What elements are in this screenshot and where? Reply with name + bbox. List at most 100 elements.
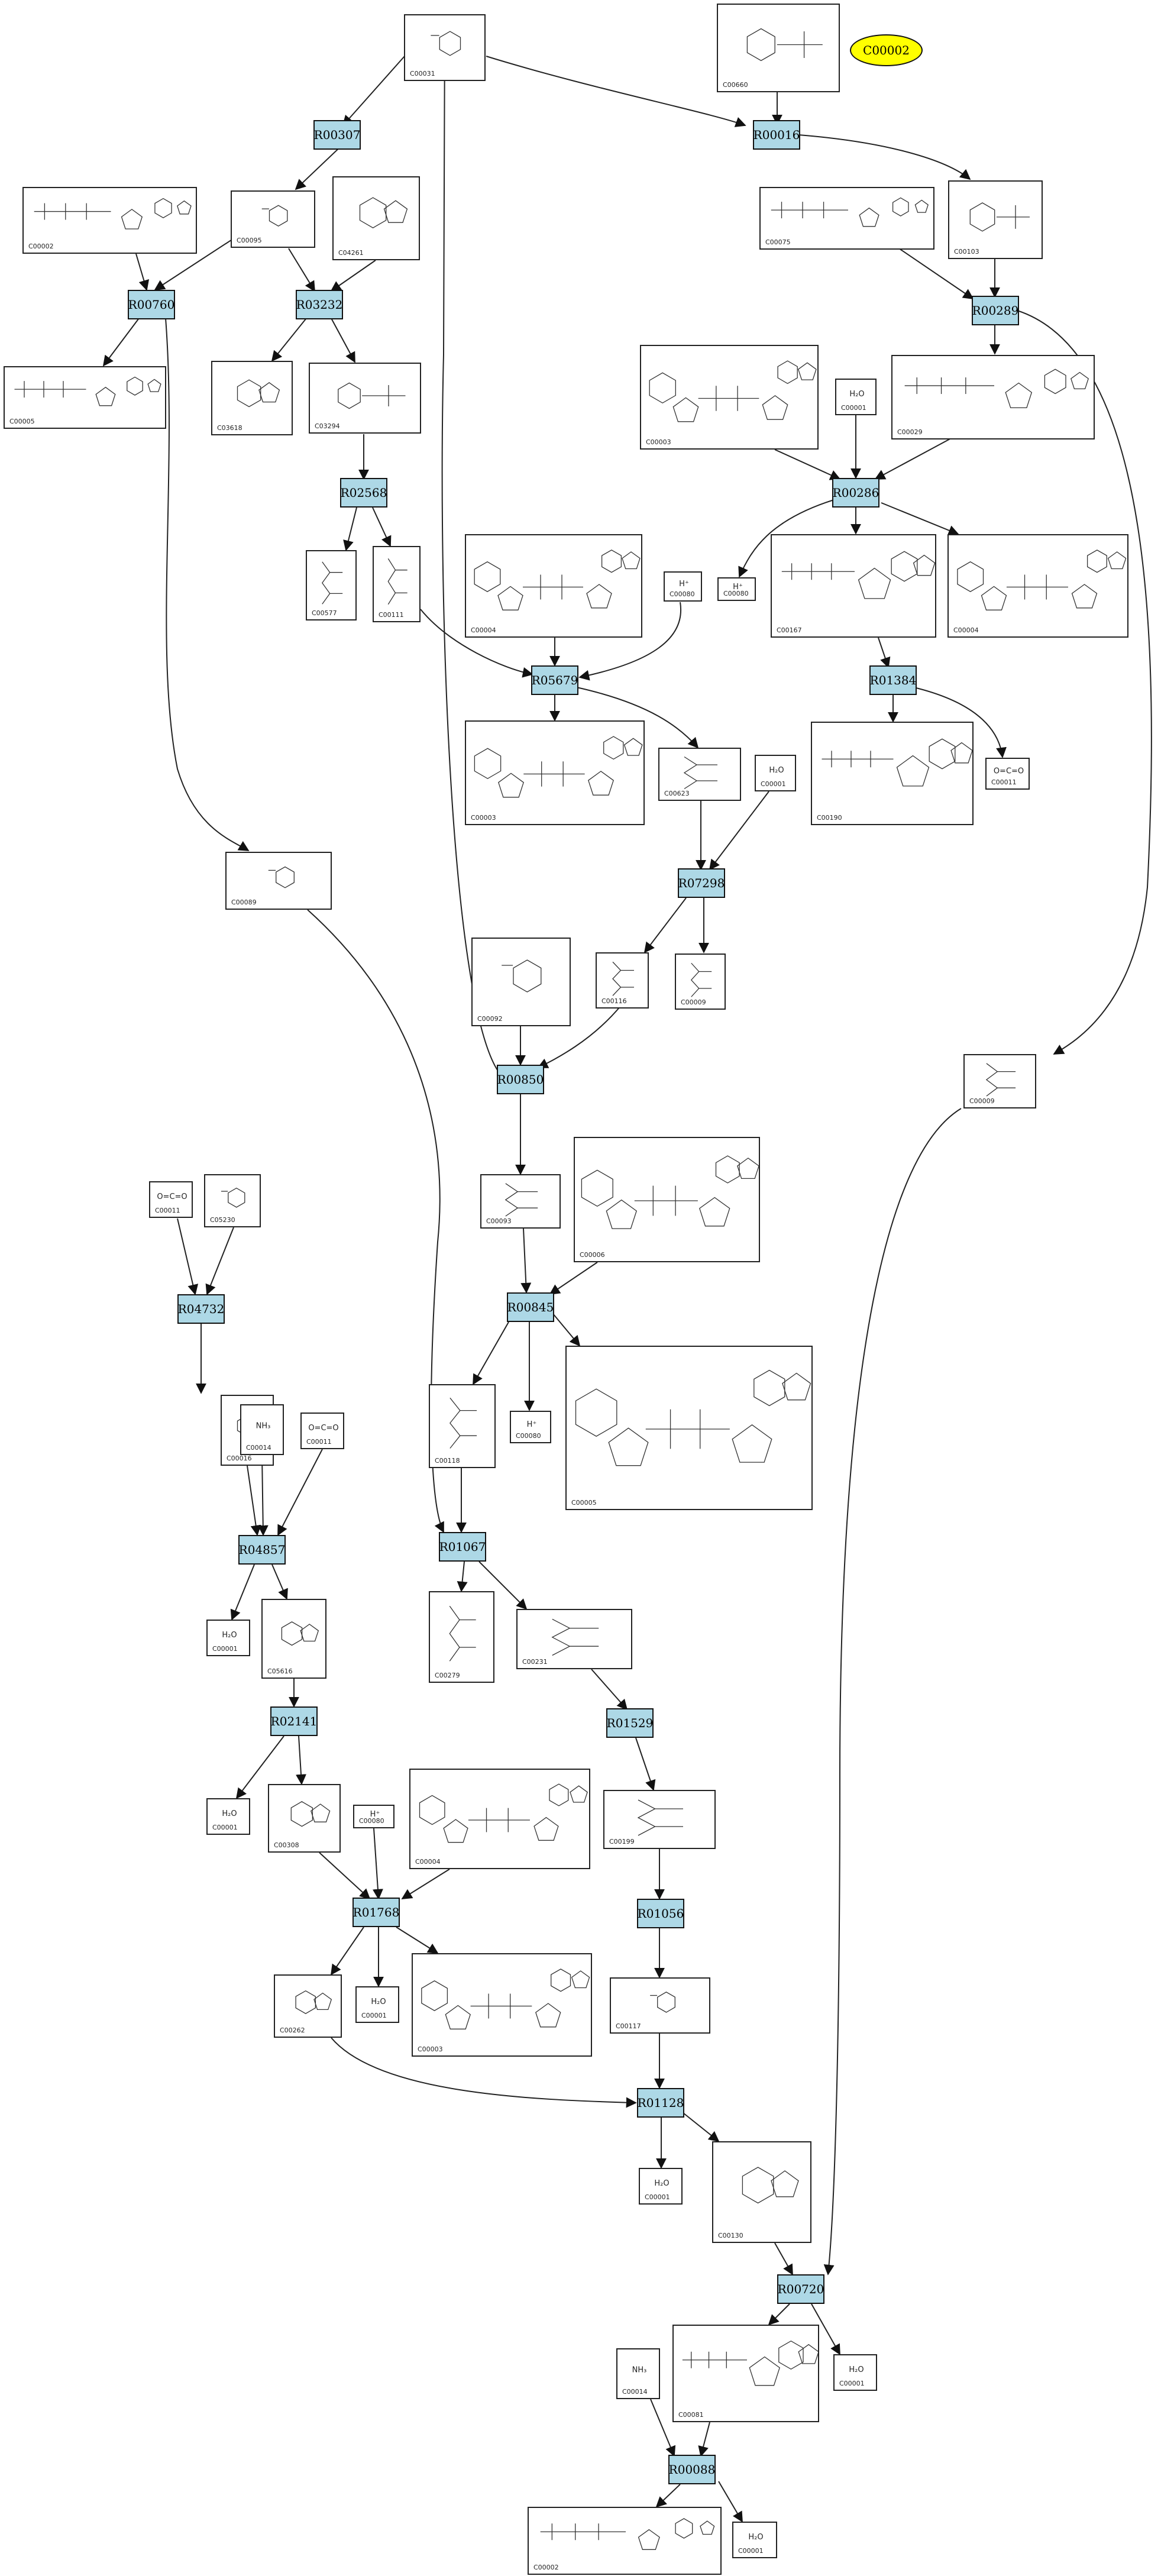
formula-label: H⁺: [733, 583, 743, 592]
formula-label: H₂O: [654, 2179, 669, 2188]
compound-C00660[interactable]: C00660: [717, 4, 840, 92]
reaction-R01067[interactable]: R01067: [439, 1532, 486, 1562]
compound-C00116[interactable]: C00116: [596, 952, 649, 1009]
compound-C00004[interactable]: C00004: [409, 1769, 590, 1869]
compound-C00092[interactable]: C00092: [471, 938, 571, 1026]
compound-C00093[interactable]: C00093: [480, 1174, 561, 1229]
reaction-R00088[interactable]: R00088: [668, 2455, 716, 2484]
edge: [319, 1852, 371, 1900]
reaction-R01056[interactable]: R01056: [637, 1899, 684, 1928]
edge: [230, 1564, 255, 1621]
compound-C00009[interactable]: C00009: [675, 954, 726, 1010]
compound-C00262[interactable]: C00262: [274, 1974, 342, 2038]
reaction-R04732[interactable]: R04732: [177, 1294, 225, 1324]
compound-C03618[interactable]: C03618: [211, 361, 293, 435]
edge: [709, 791, 769, 871]
compound-C00199[interactable]: C00199: [603, 1790, 716, 1849]
compound-C00003[interactable]: C00003: [640, 345, 819, 450]
compound-C00623[interactable]: C00623: [658, 748, 741, 801]
compound-id-label: C05230: [210, 1216, 235, 1224]
structure-drawing: H₂O: [849, 390, 864, 399]
compound-C00006[interactable]: C00006: [574, 1137, 760, 1262]
reaction-R05679[interactable]: R05679: [531, 665, 578, 695]
compound-C00004[interactable]: C00004: [465, 534, 642, 638]
reaction-R01529[interactable]: R01529: [606, 1708, 654, 1738]
compound-C00080[interactable]: H⁺C00080: [510, 1411, 551, 1443]
compound-id-label: C03294: [315, 422, 340, 430]
reaction-R00286[interactable]: R00286: [832, 478, 879, 508]
structure-drawing: [637, 1799, 683, 1836]
compound-C00003[interactable]: C00003: [465, 720, 645, 825]
compound-C00081[interactable]: C00081: [672, 2325, 819, 2422]
compound-id-label: C00001: [839, 2380, 865, 2387]
reaction-R00720[interactable]: R00720: [777, 2274, 824, 2304]
compound-C05616[interactable]: C05616: [261, 1599, 326, 1679]
compound-C00117[interactable]: C00117: [610, 1977, 710, 2034]
compound-C00004[interactable]: C00004: [947, 534, 1128, 638]
reaction-R00016[interactable]: R00016: [753, 120, 800, 150]
compound-C00001[interactable]: H₂O C00001: [833, 2354, 877, 2391]
compound-C04261[interactable]: C04261: [332, 176, 420, 260]
compound-C05230[interactable]: C05230: [204, 1174, 261, 1227]
compound-C00130[interactable]: C00130: [712, 2141, 811, 2243]
compound-C00231[interactable]: C00231: [516, 1609, 632, 1669]
compound-C03294[interactable]: C03294: [309, 363, 421, 434]
edge: [177, 1218, 199, 1295]
reaction-R04857[interactable]: R04857: [238, 1535, 286, 1565]
compound-C00577[interactable]: C00577: [306, 550, 357, 620]
compound-C00167[interactable]: C00167: [771, 534, 936, 638]
compound-C00009[interactable]: C00009: [963, 1054, 1036, 1108]
edge: [457, 1561, 468, 1592]
compound-C00002[interactable]: C00002: [22, 187, 197, 254]
compound-C00308[interactable]: C00308: [268, 1784, 341, 1853]
reaction-R01128[interactable]: R01128: [637, 2088, 684, 2118]
reaction-R00850[interactable]: R00850: [497, 1065, 544, 1094]
compound-C00005[interactable]: C00005: [565, 1346, 813, 1510]
structure-drawing: H₂O: [222, 1631, 237, 1640]
compound-C00190[interactable]: C00190: [811, 722, 974, 825]
compound-C00002[interactable]: C00002: [528, 2507, 722, 2575]
compound-C00111[interactable]: C00111: [373, 546, 421, 622]
compound-C00095[interactable]: C00095: [231, 190, 315, 248]
compound-C00080[interactable]: H⁺C00080: [717, 577, 756, 601]
compound-C00089[interactable]: C00089: [225, 852, 332, 910]
structure-drawing: H₂O: [654, 2179, 669, 2188]
compound-C00003[interactable]: C00003: [412, 1953, 592, 2057]
compound-C00031[interactable]: C00031: [404, 14, 486, 81]
reaction-R07298[interactable]: R07298: [678, 868, 725, 898]
reaction-R03232[interactable]: R03232: [296, 290, 343, 319]
compound-C00118[interactable]: C00118: [429, 1384, 496, 1468]
compound-C00029[interactable]: C00029: [891, 355, 1095, 439]
reaction-R00845[interactable]: R00845: [507, 1292, 554, 1322]
compound-C00103[interactable]: C00103: [948, 180, 1043, 259]
reaction-R02568[interactable]: R02568: [340, 478, 387, 508]
compound-C00279[interactable]: C00279: [429, 1591, 494, 1683]
reaction-R00289[interactable]: R00289: [972, 296, 1019, 325]
structure-drawing: [14, 376, 161, 406]
structure-drawing: H₂O: [849, 2365, 864, 2374]
reaction-R00307[interactable]: R00307: [313, 120, 361, 150]
compound-C00080[interactable]: H⁺C00080: [353, 1805, 394, 1828]
highlight-compound-ellipse[interactable]: C00002: [850, 34, 923, 66]
compound-C00075[interactable]: C00075: [759, 187, 934, 250]
structure-drawing: [449, 1605, 476, 1662]
reaction-R00760[interactable]: R00760: [128, 290, 175, 319]
reaction-R01384[interactable]: R01384: [869, 665, 917, 695]
compound-C00005[interactable]: C00005: [4, 366, 166, 429]
reaction-R01768[interactable]: R01768: [352, 1898, 400, 1927]
compound-C00080[interactable]: H⁺C00080: [664, 571, 702, 602]
reaction-R02141[interactable]: R02141: [270, 1706, 318, 1736]
edge: [591, 1669, 628, 1711]
